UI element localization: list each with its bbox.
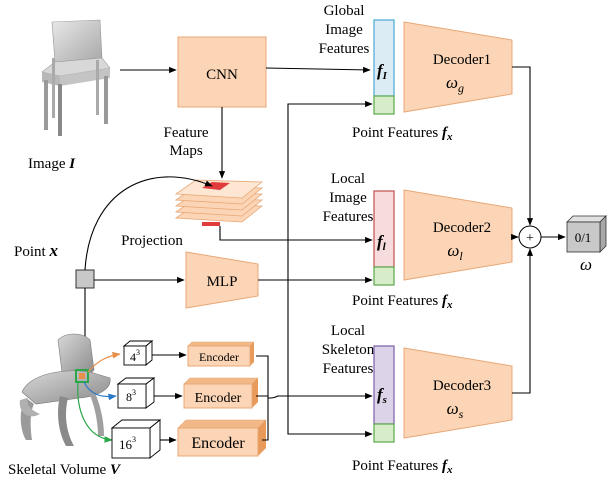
decoder3-block	[403, 347, 513, 439]
cube-4-label: 43	[130, 348, 140, 364]
arrow-pointfeat-skel	[287, 280, 373, 438]
encoder-block-3: Encoder	[177, 419, 267, 457]
encoder-label-1: Encoder	[199, 350, 239, 364]
encoder-label-2: Encoder	[195, 391, 242, 406]
arrow-cnn-global	[265, 66, 371, 73]
skeletal-chair-volume-icon	[19, 333, 111, 446]
plus-label: +	[526, 231, 534, 246]
point-features-label-1: Point Features fx	[352, 125, 453, 143]
output-label: 0/1	[575, 230, 592, 245]
skel-label-3: Features	[323, 361, 374, 377]
cube-16: 163	[110, 419, 162, 459]
output-block: 0/1	[566, 215, 607, 253]
global-feature-bar	[373, 19, 395, 97]
local-label-3: Features	[323, 209, 374, 225]
arrow-decoder1-sum	[512, 66, 534, 226]
arrow-decoder3-sum	[512, 248, 534, 394]
local-point-feature-bar	[373, 266, 395, 286]
arrow-skel-cube8	[83, 381, 117, 401]
local-feature-bar	[373, 190, 395, 268]
image-label: Image I	[28, 156, 76, 172]
point-features-label-2: Point Features fx	[352, 293, 453, 311]
encoder-block-1: Encoder	[187, 341, 255, 367]
projection-label: Projection	[121, 233, 183, 249]
global-label-2: Image	[325, 22, 363, 38]
feature-map-stack	[174, 179, 264, 226]
feature-maps-label-2: Maps	[169, 143, 202, 159]
decoder1-block	[403, 21, 513, 113]
skeleton-point-feature-bar	[373, 423, 395, 443]
global-label-1: Global	[324, 3, 365, 19]
output-var-label: ω	[580, 255, 592, 274]
arrow-featuremaps-local	[219, 226, 373, 244]
decoder2-weight: ωl	[447, 241, 463, 263]
point-features-label-3: Point Features fx	[352, 458, 453, 476]
f-s-label: fs	[377, 385, 387, 406]
decoder1-label: Decoder1	[433, 52, 491, 68]
encoder-merge-brace	[256, 355, 372, 441]
local-label-2: Image	[329, 190, 367, 206]
decoder1-weight: ωg	[446, 73, 464, 95]
chair-photo-icon	[41, 19, 111, 136]
arrow-skel-cube16	[77, 381, 113, 443]
point-label: Point x	[14, 241, 58, 260]
cube-8: 83	[116, 377, 156, 409]
decoder3-weight: ωs	[447, 399, 464, 421]
feature-maps-label-1: Feature	[164, 125, 209, 141]
mlp-block	[185, 251, 259, 309]
local-label-1: Local	[331, 171, 365, 187]
cube-8-label: 83	[126, 388, 136, 404]
arrow-skel-cube4	[87, 351, 121, 373]
skel-label-2: Skeleton	[322, 342, 375, 358]
skel-label-1: Local	[331, 323, 365, 339]
mlp-label: MLP	[207, 274, 238, 290]
decoder2-label: Decoder2	[433, 220, 491, 236]
cube-4: 43	[122, 340, 154, 366]
global-point-feature-bar	[373, 95, 395, 115]
global-label-3: Features	[319, 41, 370, 57]
arrow-point-projection	[84, 176, 213, 271]
decoder3-label: Decoder3	[433, 378, 491, 394]
encoder-label-3: Encoder	[191, 435, 245, 452]
arrow-pointfeat-global	[287, 100, 373, 280]
cube-16-label: 163	[119, 435, 136, 452]
skeletal-volume-label: Skeletal Volume V	[8, 462, 122, 478]
encoder-block-2: Encoder	[183, 377, 259, 409]
f-I-label: fI	[377, 61, 388, 82]
decoder2-block	[403, 189, 513, 281]
f-l-label: fl	[377, 232, 387, 253]
point-square-icon	[75, 269, 95, 289]
cnn-label: CNN	[206, 67, 238, 83]
